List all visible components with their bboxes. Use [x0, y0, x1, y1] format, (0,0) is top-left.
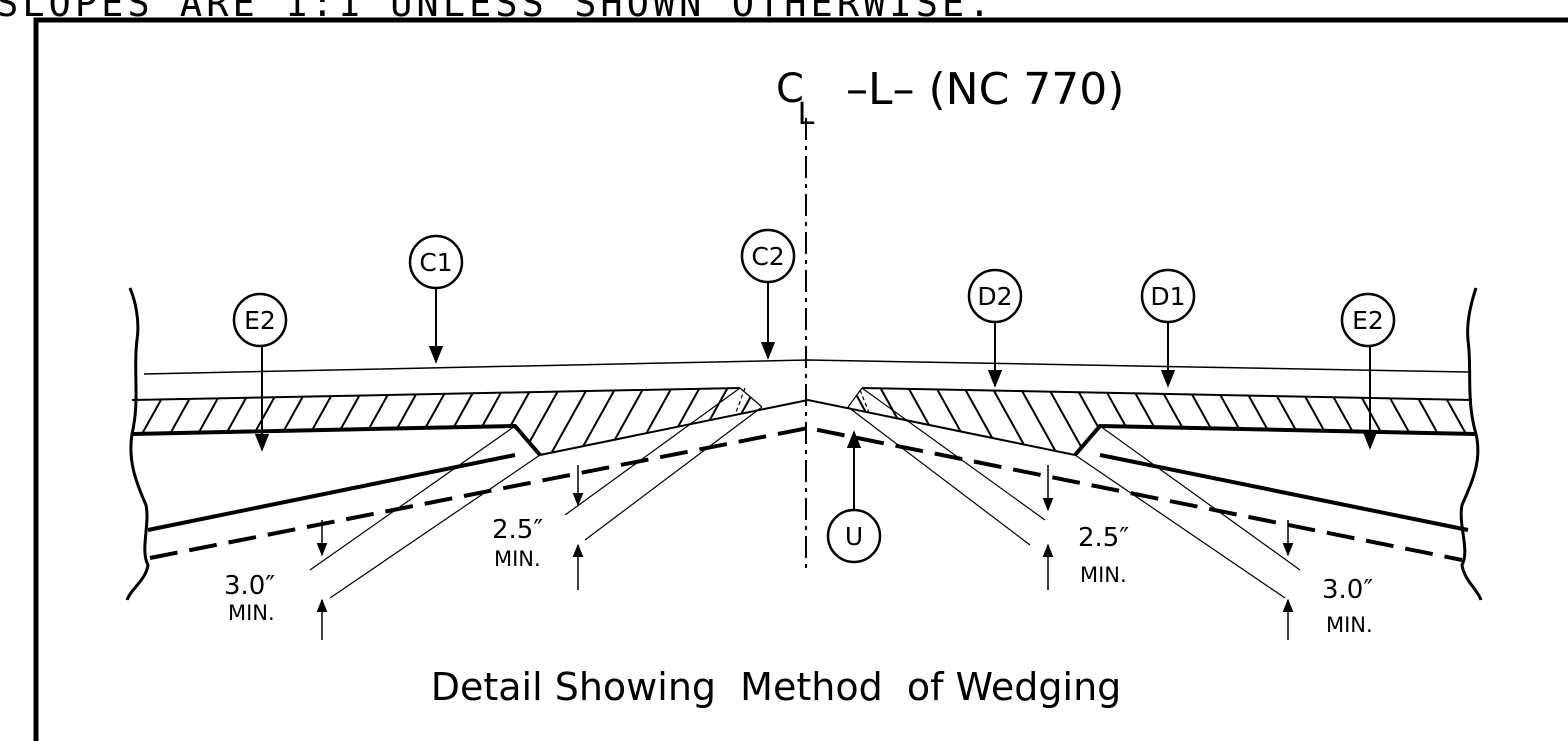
callout-u: U: [826, 430, 882, 564]
dim-right-inner-min: MIN.: [1080, 563, 1127, 587]
drawing-frame: [33, 17, 1568, 741]
centerline-c-symbol: C: [776, 66, 804, 112]
wedge-crown-top-thin-right: [847, 387, 863, 408]
callout-c1-label: C1: [419, 248, 452, 277]
callout-d1-label: D1: [1150, 282, 1185, 311]
centerline-l-symbol: L: [798, 97, 815, 132]
callout-d2-label: D2: [977, 282, 1012, 311]
dim-right-outer-min: MIN.: [1326, 613, 1373, 637]
callout-c2-label: C2: [751, 242, 784, 271]
existing-slope-right: [1099, 453, 1469, 532]
wedge-crown-upper: [539, 398, 1076, 456]
dim-left-outer-min: MIN.: [228, 601, 275, 625]
wedge-crown-top-thin: [739, 387, 763, 408]
existing-pavement-left: [131, 423, 542, 457]
dim-right-outer-value: 3.0″: [1322, 575, 1373, 605]
left-break-line: [125, 287, 150, 601]
dim-right-inner-value: 2.5″: [1078, 523, 1129, 553]
dim-left-inner-min: MIN.: [494, 547, 541, 571]
centerline-label: –L– (NC 770): [846, 64, 1124, 115]
dimension-arrows: [316, 465, 1294, 640]
milling-line: [149, 425, 1463, 562]
callout-e2-right: E2: [1340, 292, 1396, 450]
callout-e2-left-label: E2: [244, 306, 276, 335]
existing-slope-left: [147, 453, 516, 532]
callout-e2-left: E2: [232, 292, 288, 452]
dim-left-outer-value: 3.0″: [224, 571, 275, 601]
extension-lines: [309, 387, 1301, 599]
hatched-layers: [131, 387, 1480, 455]
top-surface: [143, 359, 1469, 375]
callout-e2-right-label: E2: [1352, 306, 1384, 335]
callout-c1: C1: [408, 234, 464, 364]
callout-c2: C2: [740, 228, 796, 360]
dim-left-inner-value: 2.5″: [492, 515, 543, 545]
callout-d1: D1: [1140, 268, 1196, 388]
right-break-line: [1459, 287, 1483, 601]
callout-u-label: U: [845, 522, 863, 551]
detail-caption: Detail Showing Method of Wedging: [431, 665, 1122, 709]
callout-d2: D2: [967, 268, 1023, 388]
